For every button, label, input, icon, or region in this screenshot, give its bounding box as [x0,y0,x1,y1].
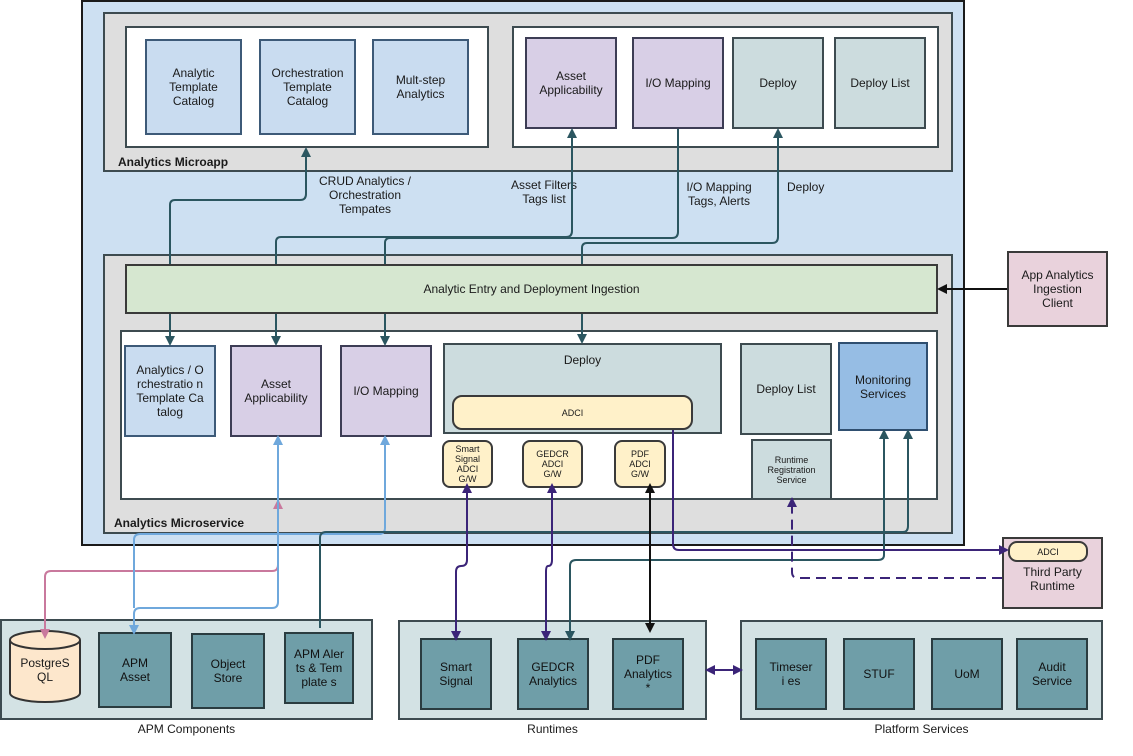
pdf-adci-gw[interactable]: PDF ADCI G/W [614,440,666,488]
edge-label-crud: CRUD Analytics / Orchestration Tempates [318,174,412,216]
third-party-adci[interactable]: ADCI [1008,541,1088,562]
runtime-gedcr-analytics[interactable]: GEDCR Analytics [517,638,589,710]
edge-label-asset-filters: Asset Filters Tags list [510,178,577,206]
orchestration-template-catalog[interactable]: Orchestration Template Catalog [259,39,356,135]
app-analytics-ingestion-client[interactable]: App Analytics Ingestion Client [1007,251,1108,327]
third-party-runtime-label: Third Party Runtime [1023,565,1082,593]
ms-asset-applicability[interactable]: Asset Applicability [230,345,322,437]
ms-deploy-label: Deploy [563,353,602,367]
uom[interactable]: UoM [931,638,1003,710]
timeseries[interactable]: Timeseri es [755,638,827,710]
microapp-asset-applicability[interactable]: Asset Applicability [525,37,617,129]
gedcr-adci-gw[interactable]: GEDCR ADCI G/W [522,440,583,488]
runtime-registration-service[interactable]: Runtime Registration Service [751,439,832,500]
edge-label-deploy: Deploy [787,180,825,194]
monitoring-services[interactable]: Monitoring Services [838,342,928,431]
runtimes-label: Runtimes [527,722,578,736]
postgres-label[interactable]: PostgreS QL [20,656,70,684]
object-store[interactable]: Object Store [191,633,265,709]
ingestion-bar[interactable]: Analytic Entry and Deployment Ingestion [125,264,938,314]
platform-services-label: Platform Services [874,722,969,736]
runtime-pdf-analytics[interactable]: PDF Analytics * [612,638,684,710]
microapp-deploy[interactable]: Deploy [732,37,824,129]
apm-components-label: APM Components [137,722,236,736]
microservice-label: Analytics Microservice [114,516,245,530]
multistep-analytics[interactable]: Mult-step Analytics [372,39,469,135]
audit-service[interactable]: Audit Service [1016,638,1088,710]
microapp-label: Analytics Microapp [118,155,229,169]
ms-template-catalog[interactable]: Analytics / Orchestratio n Template Cata… [124,345,216,437]
apm-alerts-templates[interactable]: APM Alerts & Template s [284,632,354,704]
stuf[interactable]: STUF [843,638,915,710]
ms-adci[interactable]: ADCI [452,395,693,430]
runtime-smart-signal[interactable]: Smart Signal [420,638,492,710]
edge-label-io-mapping-tags: I/O Mapping Tags, Alerts [686,180,752,208]
analytic-template-catalog[interactable]: Analytic Template Catalog [145,39,242,135]
microapp-deploy-list[interactable]: Deploy List [834,37,926,129]
microapp-io-mapping[interactable]: I/O Mapping [632,37,724,129]
ms-deploy-list[interactable]: Deploy List [740,343,832,435]
smart-signal-adci-gw[interactable]: Smart Signal ADCI G/W [442,440,493,488]
apm-asset[interactable]: APM Asset [98,632,172,708]
ms-io-mapping[interactable]: I/O Mapping [340,345,432,437]
